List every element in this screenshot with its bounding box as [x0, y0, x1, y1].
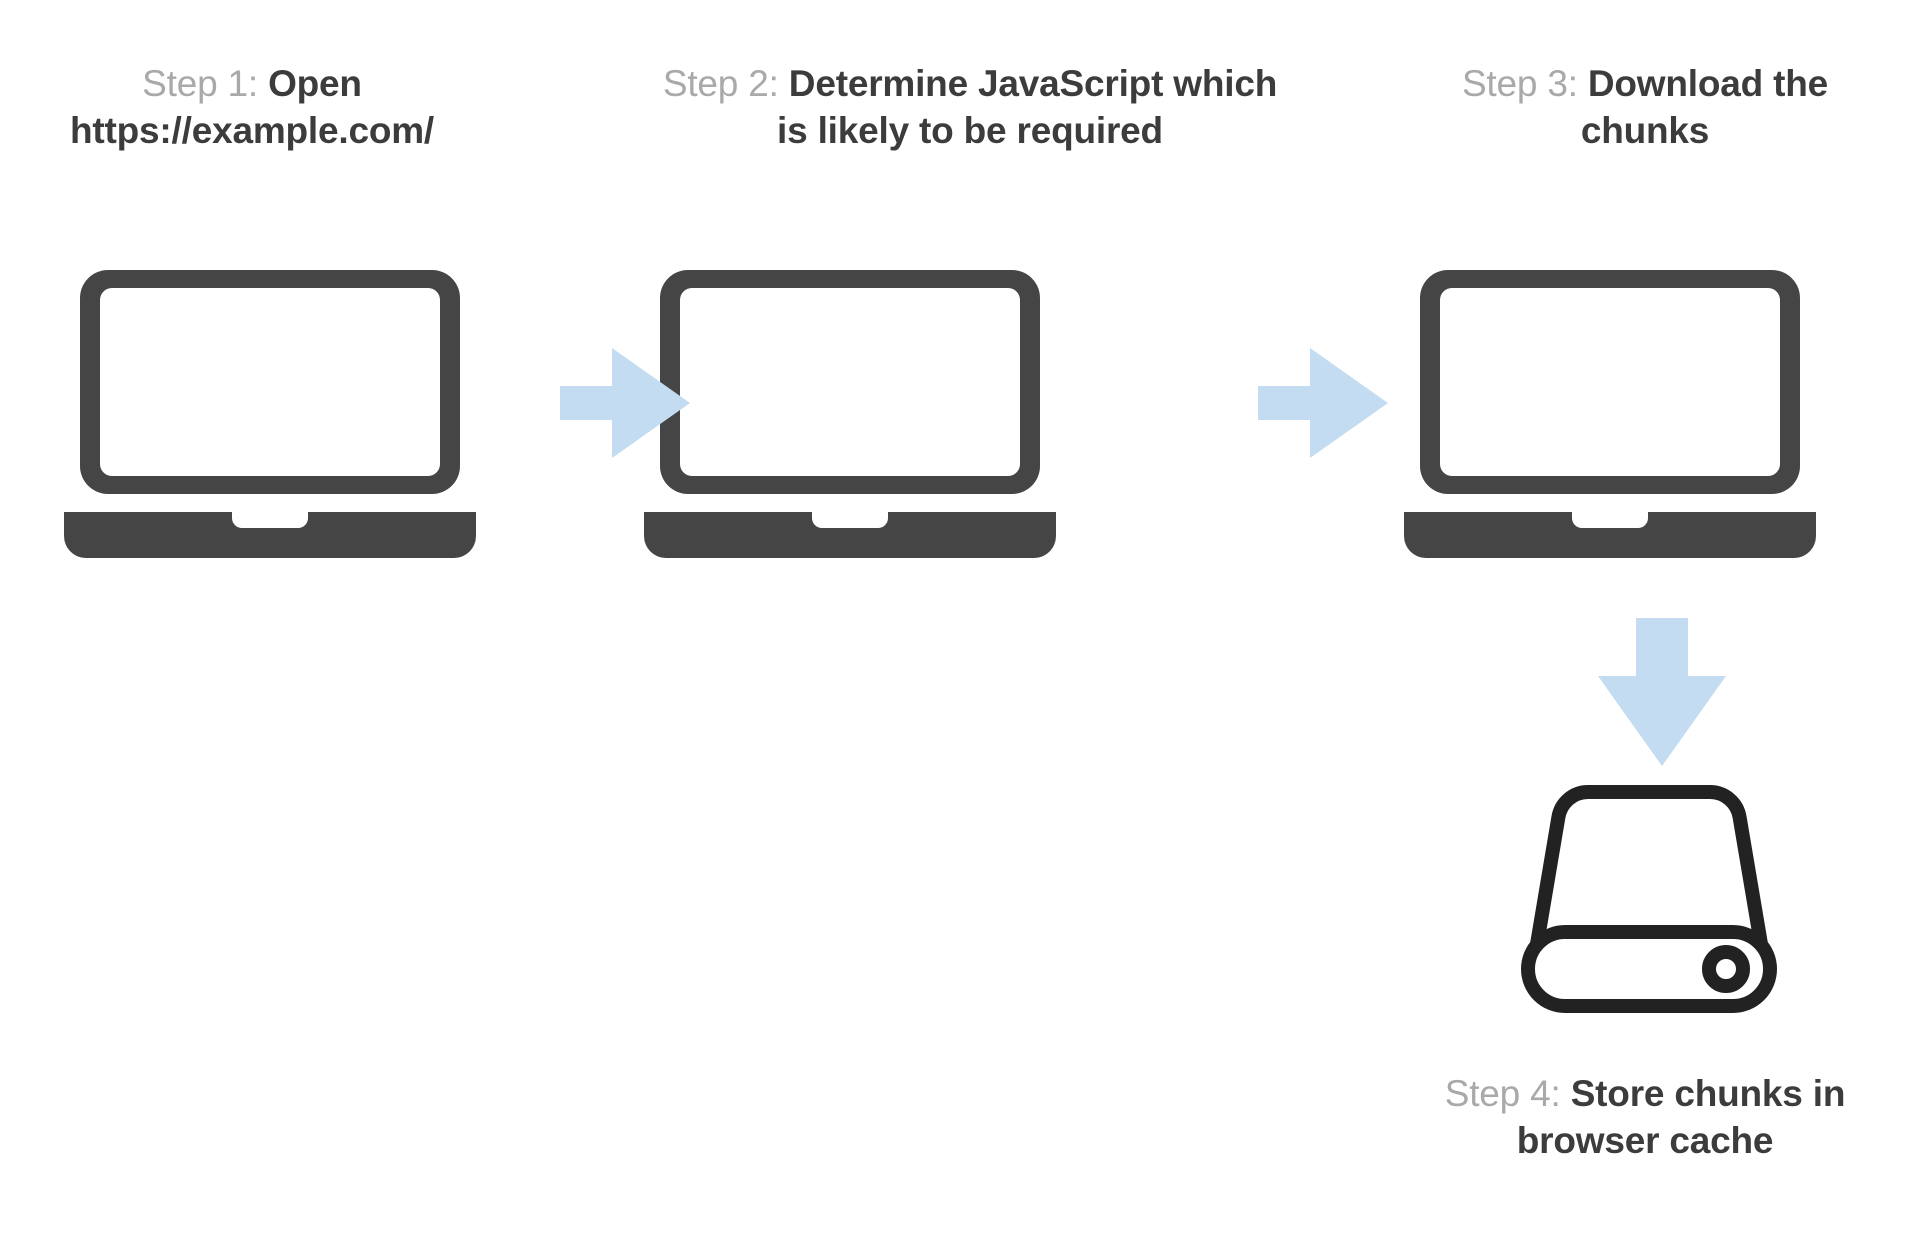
- step-2-text: Determine JavaScript which is likely to …: [777, 63, 1278, 152]
- laptop-icon: [60, 250, 480, 570]
- arrow-right-icon: [560, 348, 690, 458]
- step-2-prefix: Step 2:: [662, 63, 789, 104]
- storage-drive-icon: [1518, 782, 1780, 1014]
- step-1-text: Open https://example.com/: [69, 63, 435, 152]
- step-4-text: Store chunks in browser cache: [1516, 1073, 1846, 1162]
- laptop-icon: [640, 250, 1060, 570]
- step-3-caption: Step 3: Download the chunks: [1420, 60, 1870, 155]
- step-3-prefix: Step 3:: [1461, 63, 1588, 104]
- step-1-prefix: Step 1:: [142, 63, 269, 104]
- arrow-right-icon: [1258, 348, 1388, 458]
- step-3-text: Download the chunks: [1580, 63, 1829, 152]
- laptop-icon: [1400, 250, 1820, 570]
- step-2-caption: Step 2: Determine JavaScript which is li…: [660, 60, 1280, 155]
- step-4-prefix: Step 4:: [1444, 1073, 1571, 1114]
- arrow-down-icon: [1598, 618, 1726, 766]
- step-1-caption: Step 1: Open https://example.com/: [22, 60, 482, 155]
- step-4-caption: Step 4: Store chunks in browser cache: [1430, 1070, 1860, 1165]
